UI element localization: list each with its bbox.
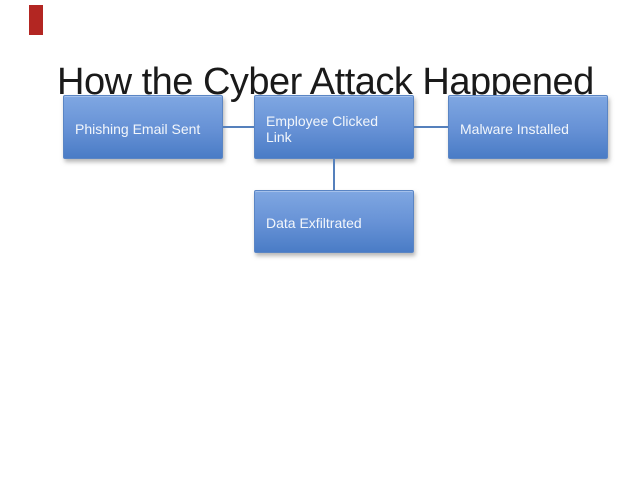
node-label: Data Exfiltrated [266, 215, 362, 232]
flowchart-node-data-exfiltrated: Data Exfiltrated [254, 190, 414, 253]
red-marker-icon [29, 5, 43, 35]
node-label: Employee Clicked Link [266, 112, 379, 145]
flowchart-node-employee-clicked-link: Employee Clicked Link [254, 95, 414, 159]
flowchart-node-malware-installed: Malware Installed [448, 95, 608, 159]
node-label: Phishing Email Sent [75, 120, 201, 137]
connector-employee-to-exfiltrated [333, 159, 335, 190]
connector-phishing-to-employee [223, 126, 254, 128]
node-label: Malware Installed [460, 120, 569, 137]
flowchart-node-phishing-email-sent: Phishing Email Sent [63, 95, 223, 159]
connector-employee-to-malware [414, 126, 448, 128]
